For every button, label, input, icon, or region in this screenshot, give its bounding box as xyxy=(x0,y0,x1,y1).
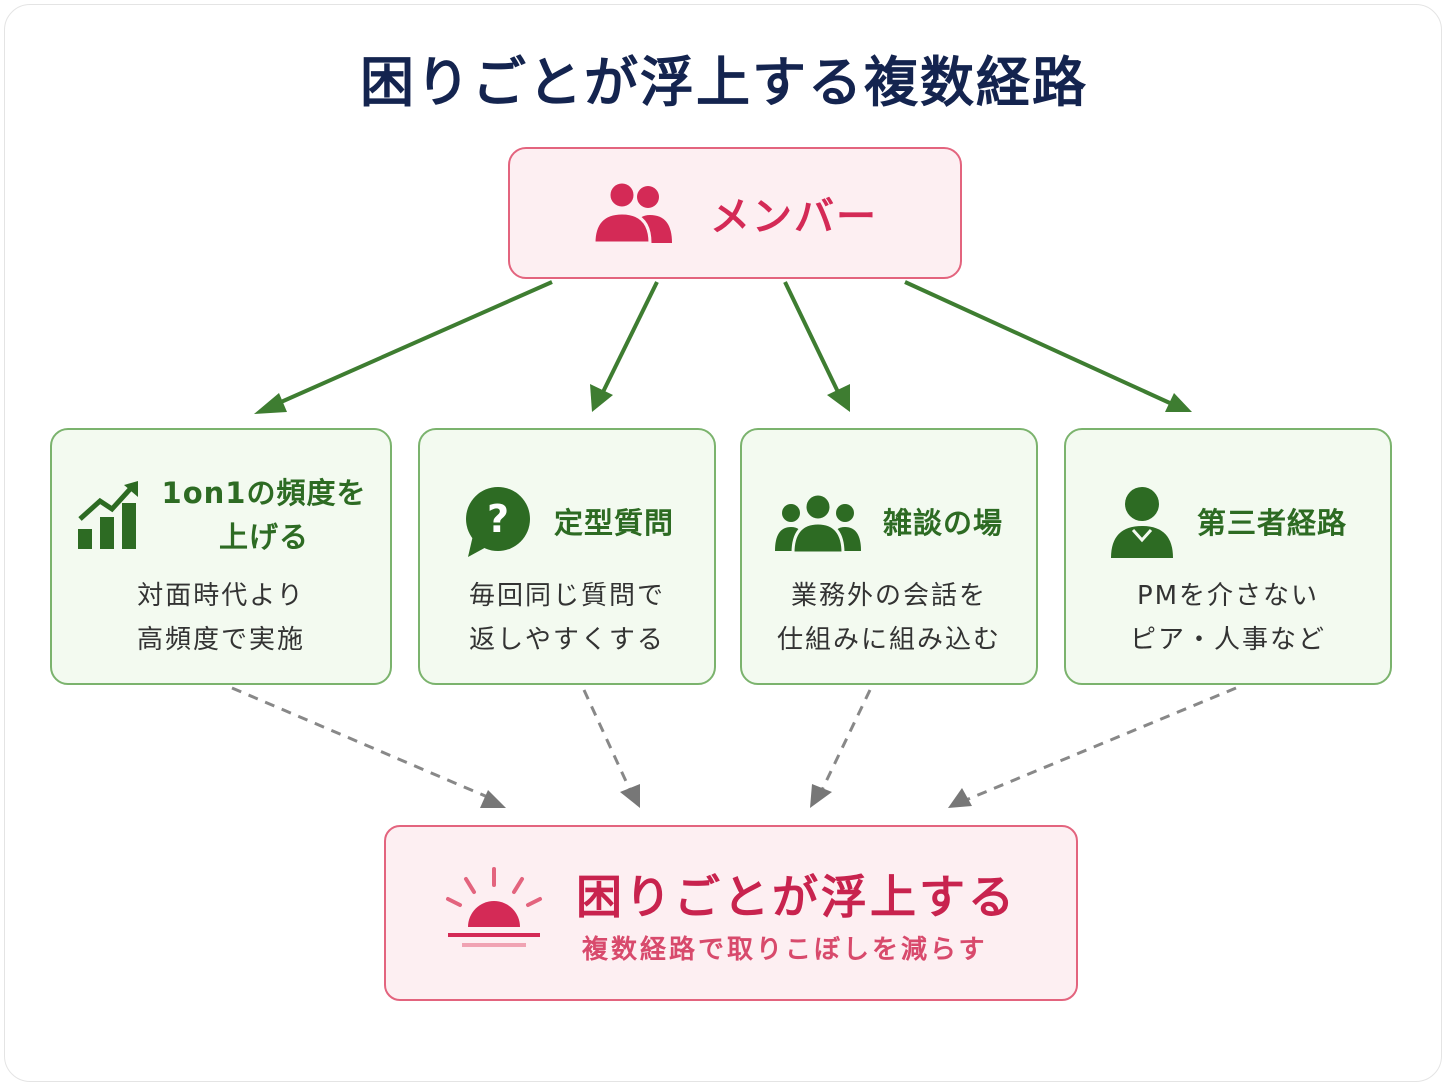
dash-head-questions xyxy=(620,784,640,808)
arrow-to-questions xyxy=(601,281,659,393)
result-title: 困りごとが浮上する xyxy=(576,870,1017,924)
member-to-cards-arrows xyxy=(254,280,1192,414)
group-icon xyxy=(774,492,861,555)
card-desc-chat: 業務外の会話を 仕組みに組み込む xyxy=(742,574,1036,662)
card-chat: 雑談の場 業務外の会話を 仕組みに組み込む xyxy=(740,428,1038,685)
card-desc-line: 業務外の会話を xyxy=(790,581,987,611)
result-subtitle: 複数経路で取りこぼしを減らす xyxy=(582,935,988,965)
dash-head-third-party xyxy=(948,788,972,808)
dash-head-chat xyxy=(810,784,832,808)
cards-to-result-arrows xyxy=(231,686,1237,808)
card-title-line: 雑談の場 xyxy=(882,506,1003,540)
card-desc-line: 仕組みに組み込む xyxy=(776,625,1001,655)
arrowhead-third-party xyxy=(1165,393,1192,412)
dash-from-chat xyxy=(820,689,872,791)
card-title-line: 上げる xyxy=(218,520,309,554)
member-node: メンバー xyxy=(508,147,962,279)
arrow-to-third-party xyxy=(904,280,1173,406)
growth-chart-icon xyxy=(77,481,138,549)
card-desc-questions: 毎回同じ質問で 返しやすくする xyxy=(420,574,714,662)
people-icon xyxy=(592,181,672,245)
card-title-line: 定型質問 xyxy=(553,506,674,540)
dash-from-third-party xyxy=(965,686,1237,802)
card-title-line: 第三者経路 xyxy=(1196,506,1347,540)
diagram-title: 困りごとが浮上する複数経路 xyxy=(360,51,1088,114)
card-third-party: 第三者経路 PMを介さない ピア・人事など xyxy=(1064,428,1392,685)
result-node: 困りごとが浮上する 複数経路で取りこぼしを減らす xyxy=(384,825,1078,1001)
arrowhead-1on1 xyxy=(254,393,287,414)
dash-head-1on1 xyxy=(480,790,506,808)
arrowhead-questions xyxy=(590,384,613,412)
arrowhead-chat xyxy=(827,384,850,412)
card-desc-line: 対面時代より xyxy=(137,581,305,611)
card-desc-line: PMを介さない xyxy=(1136,581,1320,611)
dash-from-questions xyxy=(582,689,632,791)
card-title-line: 1on1の頻度を xyxy=(161,476,367,510)
card-desc-line: 返しやすくする xyxy=(469,625,665,655)
arrow-to-1on1 xyxy=(271,280,553,408)
card-title-questions: 定型質問 xyxy=(554,501,674,545)
member-label: メンバー xyxy=(710,194,878,240)
card-title-chat: 雑談の場 xyxy=(883,501,1003,545)
card-desc-line: ピア・人事など xyxy=(1129,625,1326,655)
card-title-third-party: 第三者経路 xyxy=(1197,501,1347,545)
card-desc-line: 高頻度で実施 xyxy=(136,625,305,655)
card-desc-1on1: 対面時代より 高頻度で実施 xyxy=(52,574,390,662)
card-title-1on1: 1on1の頻度を 上げる xyxy=(162,471,367,559)
card-desc-line: 毎回同じ質問で xyxy=(468,581,665,611)
card-1on1: 1on1の頻度を 上げる 対面時代より 高頻度で実施 xyxy=(50,428,392,685)
arrow-to-chat xyxy=(783,281,840,393)
sunrise-icon xyxy=(446,867,542,947)
dash-from-1on1 xyxy=(231,686,491,800)
card-questions: ? 定型質問 毎回同じ質問で 返しやすくする xyxy=(418,428,716,685)
person-icon xyxy=(1110,487,1173,558)
svg-text:?: ? xyxy=(487,497,509,541)
card-desc-third-party: PMを介さない ピア・人事など xyxy=(1066,574,1390,662)
question-bubble-icon: ? xyxy=(465,487,530,557)
